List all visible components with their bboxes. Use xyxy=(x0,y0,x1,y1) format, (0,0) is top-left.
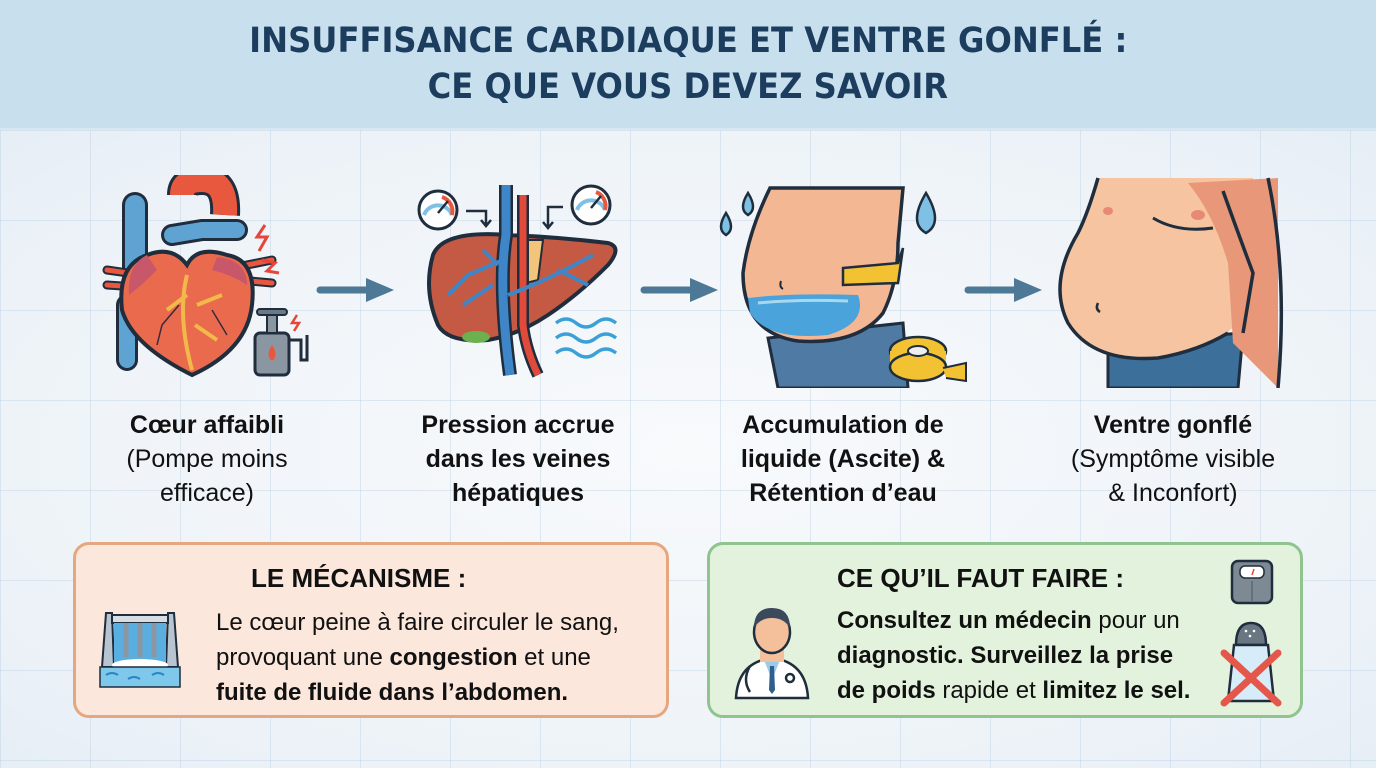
todo-line3: de poids rapide et limitez le sel. xyxy=(837,673,1190,708)
todo-text: Consultez un médecin pour un diagnostic.… xyxy=(837,603,1190,708)
step-ascites: Accumulation de liquide (Ascite) & Réten… xyxy=(698,170,988,510)
swollen-belly-icon xyxy=(1033,170,1313,390)
text-span: et une xyxy=(517,644,591,671)
no-salt-icon xyxy=(1220,621,1282,707)
step-caption: Pression accrue dans les veines hépatiqu… xyxy=(421,408,614,510)
step-caption: Cœur affaibli (Pompe moins efficace) xyxy=(126,408,287,510)
dam-icon xyxy=(99,612,181,688)
step-title: Cœur affaibli xyxy=(129,411,285,439)
text-span: rapide et xyxy=(935,677,1043,704)
mechanism-line3: fuite de fluide dans l’abdomen. xyxy=(216,679,569,706)
step-caption: Ventre gonflé (Symptôme visible & Inconf… xyxy=(1071,408,1275,510)
mechanism-title: LE MÉCANISME : xyxy=(251,563,467,593)
todo-line2: diagnostic. Surveillez la prise xyxy=(837,642,1174,669)
text-span: provoquant une xyxy=(216,644,390,671)
page-title-line2: CE QUE VOUS DEVEZ SAVOIR xyxy=(427,67,949,107)
text-span: pour un xyxy=(1091,607,1180,634)
todo-title: CE QU’IL FAUT FAIRE : xyxy=(837,563,1124,593)
emphasis-weight: de poids xyxy=(837,677,936,704)
arrow-right-icon xyxy=(964,278,1042,302)
weak-heart-pump-icon xyxy=(67,170,347,390)
step-subtitle-line1: (Symptôme visible xyxy=(1070,445,1276,473)
mechanism-line2: provoquant une congestion et une xyxy=(216,640,619,675)
step-caption: Accumulation de liquide (Ascite) & Réten… xyxy=(741,408,945,510)
step-title-line2: dans les veines xyxy=(425,445,611,473)
ascites-abdomen-icon xyxy=(703,170,983,390)
step-title-line3: Rétention d’eau xyxy=(749,479,937,507)
header: INSUFFISANCE CARDIAQUE ET VENTRE GONFLÉ … xyxy=(0,0,1376,130)
step-title-line2: liquide (Ascite) & xyxy=(740,445,946,473)
step-subtitle-line2: efficace) xyxy=(159,479,254,507)
emphasis-congestion: congestion xyxy=(389,644,518,671)
step-liver-pressure: Pression accrue dans les veines hépatiqu… xyxy=(373,170,663,510)
emphasis-consult-doctor: Consultez un médecin xyxy=(837,607,1092,634)
step-weak-heart: Cœur affaibli (Pompe moins efficace) xyxy=(62,170,352,510)
step-title-line1: Accumulation de xyxy=(742,411,944,439)
liver-pressure-icon xyxy=(378,170,658,390)
step-subtitle-line2: & Inconfort) xyxy=(1108,479,1238,507)
step-subtitle-line1: (Pompe moins xyxy=(126,445,288,473)
step-title: Ventre gonflé xyxy=(1093,411,1253,439)
step-title-line1: Pression accrue xyxy=(421,411,615,439)
mechanism-panel: LE MÉCANISME : Le cœur peine à faire cir… xyxy=(73,542,669,718)
arrow-right-icon xyxy=(640,278,718,302)
scale-icon xyxy=(1230,559,1274,605)
doctor-icon xyxy=(734,608,810,700)
todo-line1: Consultez un médecin pour un xyxy=(837,603,1190,638)
mechanism-text: Le cœur peine à faire circuler le sang, … xyxy=(216,605,619,710)
arrow-right-icon xyxy=(316,278,394,302)
step-swollen-belly: Ventre gonflé (Symptôme visible & Inconf… xyxy=(1028,170,1318,510)
todo-panel: CE QU’IL FAUT FAIRE : Consultez un médec… xyxy=(707,542,1303,718)
emphasis-limit-salt: limitez le sel. xyxy=(1042,677,1191,704)
step-title-line3: hépatiques xyxy=(452,479,584,507)
mechanism-line1: Le cœur peine à faire circuler le sang, xyxy=(216,609,619,636)
page-title-line1: INSUFFISANCE CARDIAQUE ET VENTRE GONFLÉ … xyxy=(248,21,1128,61)
